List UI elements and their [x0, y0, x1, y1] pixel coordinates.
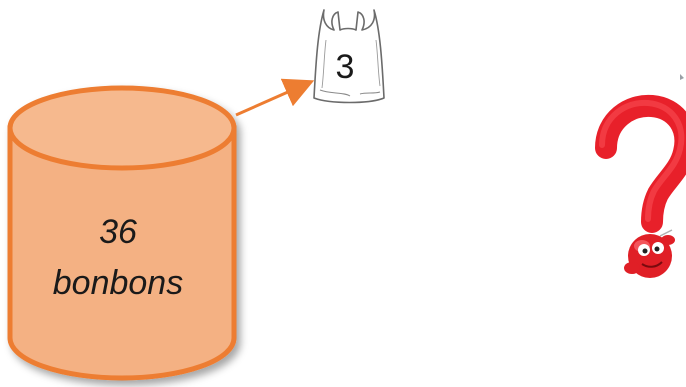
bag-count-label: 3	[336, 48, 355, 86]
cylinder-count-label: 36	[99, 213, 137, 251]
question-mark-icon	[595, 94, 686, 278]
cylinder-top	[7, 85, 237, 171]
cylinder-unit-label: bonbons	[53, 264, 183, 302]
decorative-speck	[680, 74, 684, 80]
cylinder-body	[7, 125, 237, 381]
arrow-to-bag	[235, 78, 315, 117]
plastic-bag-icon	[313, 9, 385, 104]
candy-cylinder	[7, 85, 237, 381]
